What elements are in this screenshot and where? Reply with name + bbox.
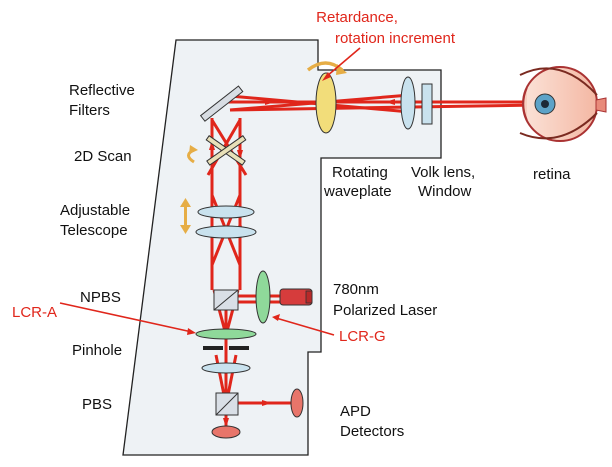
- callout-arrows: [59, 47, 361, 336]
- apd-detectors-label-line2: Detectors: [340, 423, 404, 440]
- lcr-g-label: LCR-G: [339, 328, 386, 345]
- lcr-g-retarder: [255, 270, 271, 324]
- pinhole-plate: [203, 346, 249, 350]
- eye-illustration: [519, 66, 607, 142]
- laser-module: [279, 288, 313, 306]
- pbs-cube: [215, 392, 239, 416]
- rotating-waveplate: [315, 72, 337, 134]
- telescope-lenses: [195, 205, 257, 239]
- pbs-label: PBS: [82, 396, 112, 413]
- npbs-cube: [213, 289, 239, 311]
- laser-label-line2: Polarized Laser: [333, 302, 437, 319]
- retardance-label-line2: rotation increment: [335, 30, 456, 47]
- npbs-label: NPBS: [80, 289, 121, 306]
- scan-mirrors: [205, 135, 247, 166]
- pbs-lens: [201, 362, 251, 374]
- volk-lens-label-line1: Volk lens,: [411, 164, 475, 181]
- apd-detectors-label-line1: APD: [340, 403, 371, 420]
- retardance-label-line1: Retardance,: [316, 9, 398, 26]
- apd-detectors: [211, 388, 304, 439]
- reflective-filter-mirror: [199, 85, 244, 122]
- reflective-filters-label-line2: Filters: [69, 102, 110, 119]
- laser-label-line1: 780nm: [333, 281, 379, 298]
- lcr-a-label: LCR-A: [12, 304, 57, 321]
- instrument-housing: [122, 39, 442, 456]
- rotation-arrow-scan: [187, 145, 198, 164]
- lcr-a-retarder: [195, 328, 257, 340]
- scan-2d-label: 2D Scan: [74, 148, 132, 165]
- reflective-filters-label-line1: Reflective: [69, 82, 135, 99]
- adjustable-telescope-label-line1: Adjustable: [60, 202, 130, 219]
- rotating-waveplate-label-line1: Rotating: [332, 164, 388, 181]
- pinhole-label: Pinhole: [72, 342, 122, 359]
- rotating-waveplate-label-line2: waveplate: [323, 183, 392, 200]
- adjustable-telescope-label-line2: Telescope: [60, 222, 128, 239]
- volk-lens-window: [400, 76, 433, 130]
- volk-lens-label-line2: Window: [418, 183, 472, 200]
- retina-label: retina: [533, 166, 571, 183]
- translate-arrow-telescope: [180, 198, 191, 234]
